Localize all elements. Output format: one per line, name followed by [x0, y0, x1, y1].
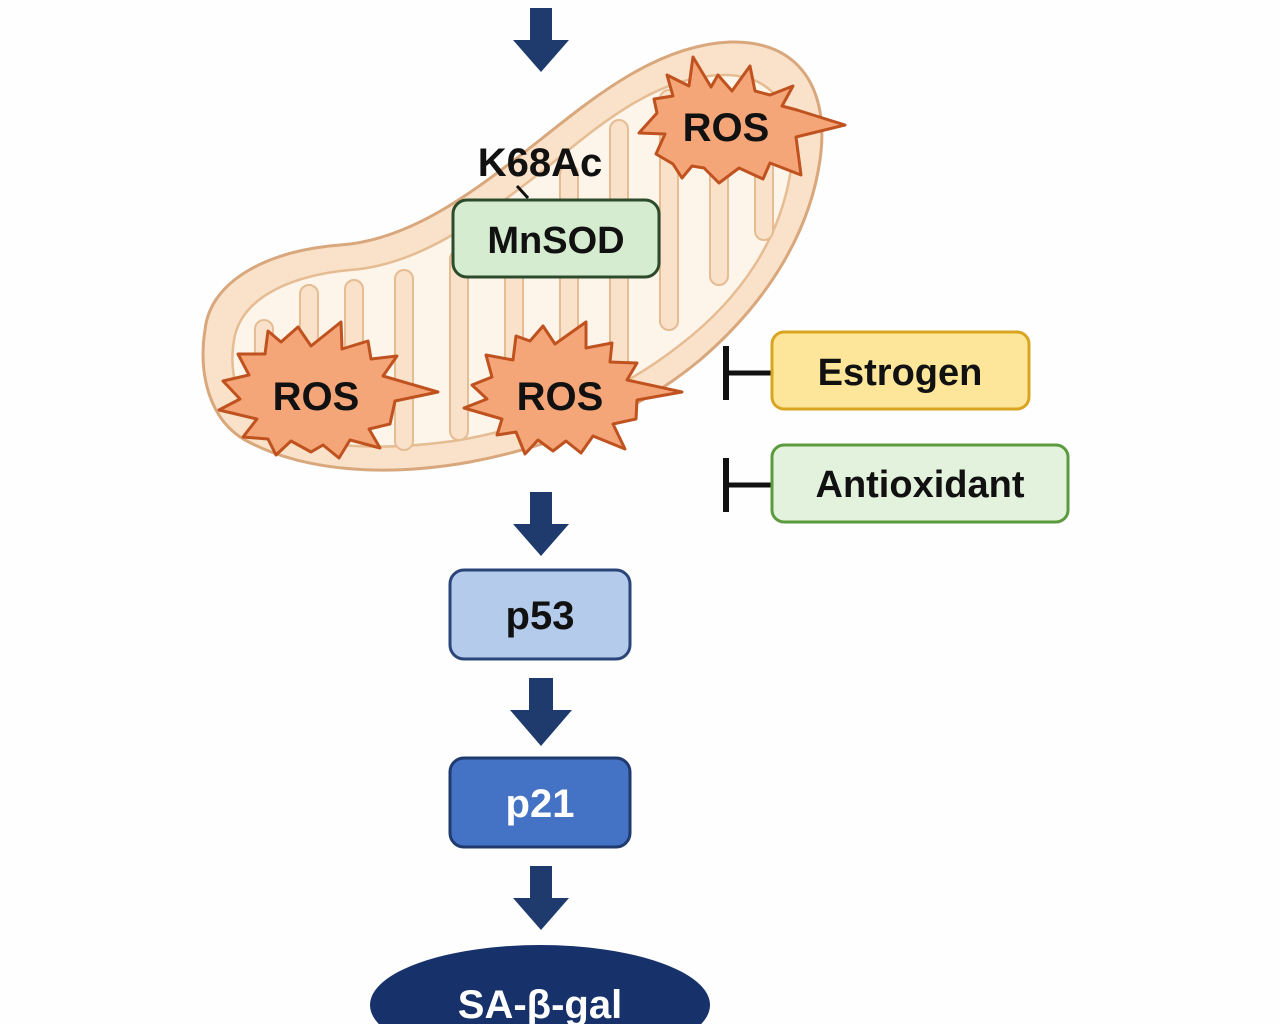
antioxidant-box	[770, 443, 1070, 524]
estrogen-inhibition: Estrogen	[723, 330, 1031, 411]
sa-beta-gal-label: SA-β-gal	[458, 983, 622, 1024]
ros-label-top: ROS	[683, 106, 770, 150]
ros-burst-middle: ROS	[462, 320, 684, 456]
ros-label-middle: ROS	[517, 375, 604, 419]
arrow-to-sa-beta-gal	[513, 866, 569, 930]
estrogen-box	[770, 330, 1031, 411]
acetylation-mark	[515, 184, 530, 200]
p53-node: p53	[448, 568, 632, 661]
antioxidant-label: Antioxidant	[816, 464, 1025, 506]
p21-label: p21	[506, 782, 575, 826]
p21-node: p21	[448, 756, 632, 849]
arrow-to-p53	[513, 492, 569, 556]
p53-label: p53	[506, 594, 575, 638]
estrogen-label: Estrogen	[818, 352, 983, 394]
ros-label-left: ROS	[273, 375, 360, 419]
sa-beta-gal-node: SA-β-gal	[370, 945, 710, 1024]
mnsod-node: MnSOD	[451, 198, 661, 279]
mnsod-label: MnSOD	[487, 220, 624, 262]
ros-burst-left: ROS	[217, 320, 440, 460]
k68ac-label: K68Ac	[478, 141, 603, 185]
antioxidant-inhibition: Antioxidant	[723, 443, 1070, 524]
arrow-to-p21	[510, 678, 572, 746]
arrow-incoming	[513, 8, 569, 72]
ros-burst-top: ROS	[637, 55, 847, 185]
